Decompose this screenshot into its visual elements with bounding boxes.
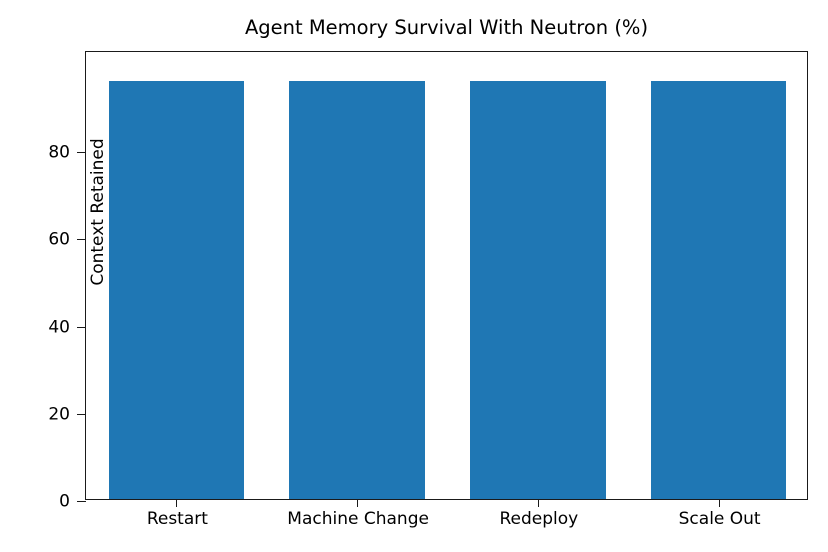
x-tick: Redeploy — [500, 499, 578, 529]
y-tick-label: 20 — [48, 404, 70, 425]
y-tick-label: 40 — [48, 317, 70, 338]
x-tick: Machine Change — [287, 499, 429, 529]
bars-container — [86, 52, 807, 499]
y-tick: 20 — [48, 405, 86, 424]
x-tick-label: Machine Change — [287, 509, 429, 529]
y-tick: 0 — [59, 492, 86, 511]
x-tick: Scale Out — [679, 499, 761, 529]
x-tick-label: Redeploy — [499, 509, 579, 529]
x-tick-label: Restart — [146, 509, 208, 529]
y-tick-label: 80 — [48, 142, 70, 163]
y-tick-label: 0 — [59, 491, 70, 512]
bar — [289, 80, 425, 499]
y-tick: 40 — [48, 318, 86, 337]
y-tick: 80 — [48, 143, 86, 162]
bar — [650, 80, 787, 499]
x-tick: Restart — [147, 499, 208, 529]
chart-title: Agent Memory Survival With Neutron (%) — [244, 16, 649, 39]
y-tick: 60 — [48, 230, 86, 249]
bar — [470, 80, 606, 499]
bar — [108, 80, 245, 499]
x-tick-label: Scale Out — [678, 509, 761, 529]
y-tick-label: 60 — [48, 229, 70, 250]
